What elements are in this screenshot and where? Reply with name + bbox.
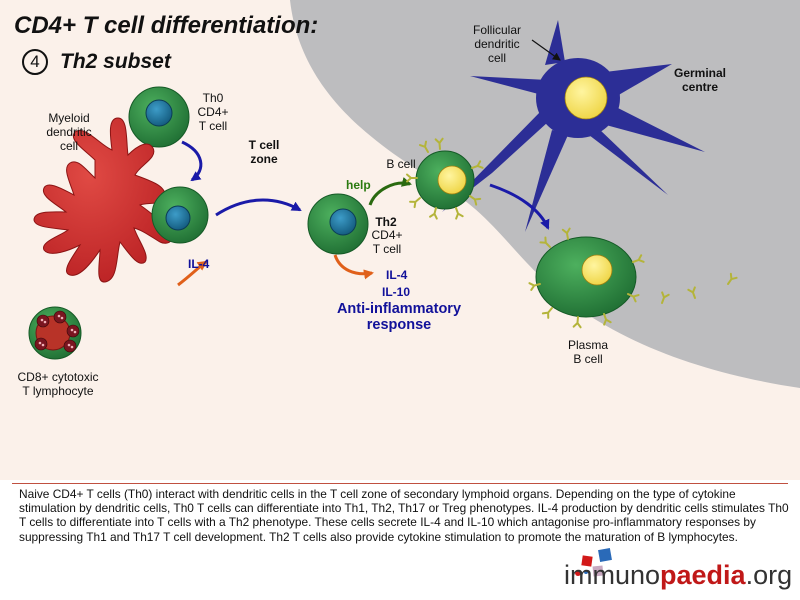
il4-left-label: IL-4	[188, 257, 210, 271]
caption-divider	[12, 483, 788, 484]
th2-cd4-label: CD4+ T cell	[371, 228, 403, 256]
myeloid-dendritic-cell-label: Myeloid dendritic cell	[46, 111, 92, 153]
bcell-to-plasma-arrow	[489, 183, 550, 230]
germinal-centre-label: Germinal centre	[673, 66, 727, 94]
b-cell-label: B cell	[386, 157, 416, 171]
cd8-cytotoxic-label: CD8+ cytotoxic T lymphocyte	[17, 370, 99, 398]
follicular-pointer-arrow	[531, 39, 561, 61]
b-cell	[406, 137, 484, 220]
page-title: CD4+ T cell differentiation:	[14, 12, 319, 39]
germinal-centre-region	[290, 0, 800, 388]
myeloid-dendritic-cell	[33, 117, 173, 283]
immunopaedia-logo[interactable]: immunopaedia.org	[564, 560, 792, 590]
caption-text: Naive CD4+ T cells (Th0) interact with d…	[19, 487, 789, 544]
follicular-dendritic-cell-label: Follicular dendritic cell	[472, 23, 521, 65]
th0-to-dc-arrow	[181, 140, 203, 182]
il4-left-arrow	[177, 260, 208, 287]
step-number-badge: 4	[22, 49, 48, 75]
plasma-b-cell	[528, 227, 645, 329]
plasma-b-cell-label: Plasma B cell	[567, 338, 608, 366]
t-cell-zone-label: T cell zone	[248, 138, 280, 166]
th0-cell	[128, 86, 190, 148]
il4-right-label: IL-4	[386, 268, 408, 282]
il4-il10-arrow	[333, 254, 374, 280]
anti-inflammatory-response-label: Anti-inflammatory response	[336, 301, 462, 333]
th0-label: Th0 CD4+ T cell	[197, 91, 229, 133]
th2-cell	[307, 193, 369, 255]
th0-cell-contact	[151, 186, 209, 244]
cd8-cytotoxic-t-lymphocyte	[28, 306, 82, 360]
logo-part-org: .org	[745, 560, 793, 590]
immunopaedia-logo-mark	[575, 548, 612, 577]
th2-label: Th2	[375, 215, 397, 229]
subtitle-row: 4 Th2 subset	[22, 47, 171, 77]
subtitle: Th2 subset	[60, 50, 171, 73]
il10-label: IL-10	[382, 285, 411, 299]
logo-part-immuno: immuno	[564, 560, 661, 590]
help-label: help	[346, 178, 371, 192]
help-arrow	[368, 177, 412, 206]
logo-part-paedia: paedia	[660, 560, 746, 590]
differentiation-arrow	[215, 198, 302, 217]
